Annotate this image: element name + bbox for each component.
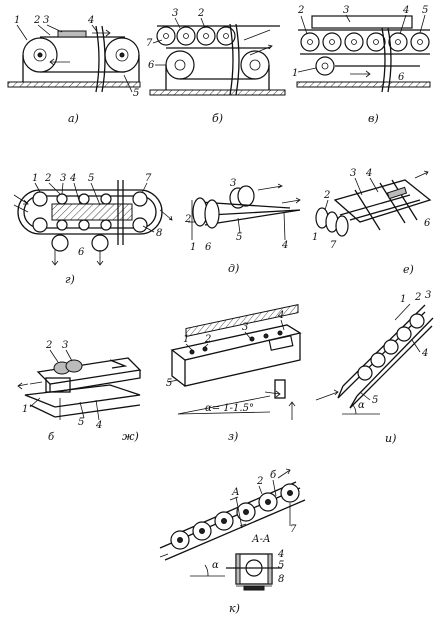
figure-z-label-1: 1 (183, 334, 189, 345)
figure-i-label-4: 4 (421, 348, 428, 359)
figure-v-label-2: 2 (297, 5, 304, 16)
figure-i: 1 2 3 4 5 α и) (315, 290, 434, 445)
figure-i-label-3: 3 (425, 290, 431, 301)
figure-g-label-6: 6 (78, 247, 85, 258)
figure-e-label-3: 3 (350, 168, 356, 179)
figure-d-label-5: 5 (236, 232, 242, 243)
figure-i-label-1: 1 (400, 294, 406, 305)
figure-z-label-5: 5 (166, 378, 172, 389)
figure-k-label-alpha: α (212, 560, 219, 571)
figure-v-label-1: 1 (292, 68, 298, 79)
figure-k-section-a-a (226, 553, 282, 591)
figure-zh-label-5: 5 (78, 417, 84, 428)
figure-i-label-alpha: α (358, 400, 365, 411)
figure-i-label-2: 2 (414, 292, 421, 303)
figure-zh-label-4: 4 (95, 420, 102, 431)
figure-e-label-7: 7 (330, 240, 337, 251)
figure-b-label-7: 7 (146, 38, 153, 49)
figure-d-label-6: 6 (205, 242, 212, 253)
figure-a: 1 2 3 4 5 а) (7, 15, 141, 125)
figure-e-label-6: 6 (424, 218, 431, 229)
figure-g-label-7: 7 (145, 173, 152, 184)
figure-k-caption: к) (229, 602, 240, 615)
figure-z: 1 2 3 4 5 α= 1-1.5° з) (166, 304, 302, 443)
figure-k-label-2: 2 (256, 476, 263, 487)
figure-b: 3 2 7 6 б) (146, 8, 286, 125)
figure-b-label-3: 3 (172, 8, 178, 19)
figure-i-caption: и) (385, 432, 396, 445)
figure-e: 3 4 2 1 7 6 е) (312, 168, 432, 276)
figure-zh-label-2: 2 (45, 340, 52, 351)
figure-e-label-4: 4 (365, 168, 372, 179)
figure-k-label-5: 5 (278, 560, 284, 571)
figure-a-label-5: 5 (133, 88, 139, 99)
figure-g-label-3: 3 (60, 173, 66, 184)
figure-e-label-1: 1 (312, 232, 318, 243)
figure-v-caption: в) (368, 112, 379, 125)
figure-b-caption: б) (212, 112, 223, 125)
figure-g-label-8: 8 (156, 228, 162, 239)
figure-d-label-4: 4 (281, 240, 288, 251)
figure-g-label-4: 4 (69, 173, 76, 184)
figure-d: 3 2 1 6 5 4 д) (184, 178, 301, 275)
figure-g-caption: г) (65, 273, 75, 286)
figure-e-label-2: 2 (323, 190, 330, 201)
figure-g-label-2: 2 (44, 173, 51, 184)
figure-z-angle-note: α= 1-1.5° (205, 403, 254, 414)
figure-zh-label-3: 3 (62, 340, 68, 351)
figure-g-label-5: 5 (88, 173, 94, 184)
figure-d-caption: д) (228, 262, 239, 275)
figure-a-caption: а) (68, 112, 79, 125)
figure-b-label-6: 6 (148, 60, 155, 71)
figure-v-label-5: 5 (422, 5, 428, 16)
figure-z-caption: з) (228, 430, 238, 443)
figure-d-label-3: 3 (230, 178, 236, 189)
figure-v-label-6: 6 (398, 72, 405, 83)
figure-b-label-2: 2 (197, 8, 204, 19)
figure-g: 1 2 3 4 5 7 6 8 г) (13, 173, 173, 286)
figure-z-label-4: 4 (277, 310, 284, 321)
figure-d-label-1: 1 (190, 242, 196, 253)
figure-k-label-7: 7 (290, 524, 297, 535)
figure-a-label-1: 1 (14, 15, 20, 26)
figure-zh-label-b: б (48, 432, 55, 443)
figure-k-label-b: б (270, 470, 277, 481)
figure-a-label-4: 4 (87, 15, 94, 26)
figure-k: А 2 б 7 А-А α 4 5 8 к) (159, 468, 306, 615)
figure-v-label-4: 4 (402, 5, 409, 16)
figure-v: 2 3 4 5 1 6 в) (292, 5, 431, 125)
figure-i-label-5: 5 (372, 395, 378, 406)
figure-v-label-3: 3 (343, 5, 349, 16)
figure-zh-caption: ж) (122, 430, 139, 443)
figure-zh: 2 3 1 б 5 4 ж) (17, 340, 142, 443)
figure-k-label-A: А (231, 487, 240, 498)
figure-k-label-A-A: А-А (251, 534, 271, 545)
figure-a-label-2: 2 (33, 15, 40, 26)
figure-zh-label-1: 1 (22, 404, 28, 415)
figure-z-label-3: 3 (242, 322, 248, 333)
figure-e-caption: е) (403, 263, 414, 276)
figure-k-label-8: 8 (278, 574, 284, 585)
figure-z-label-2: 2 (204, 334, 211, 345)
figure-a-label-3: 3 (43, 15, 49, 26)
figure-k-label-4: 4 (277, 549, 284, 560)
figure-g-label-1: 1 (32, 173, 38, 184)
figure-d-label-2: 2 (184, 214, 191, 225)
